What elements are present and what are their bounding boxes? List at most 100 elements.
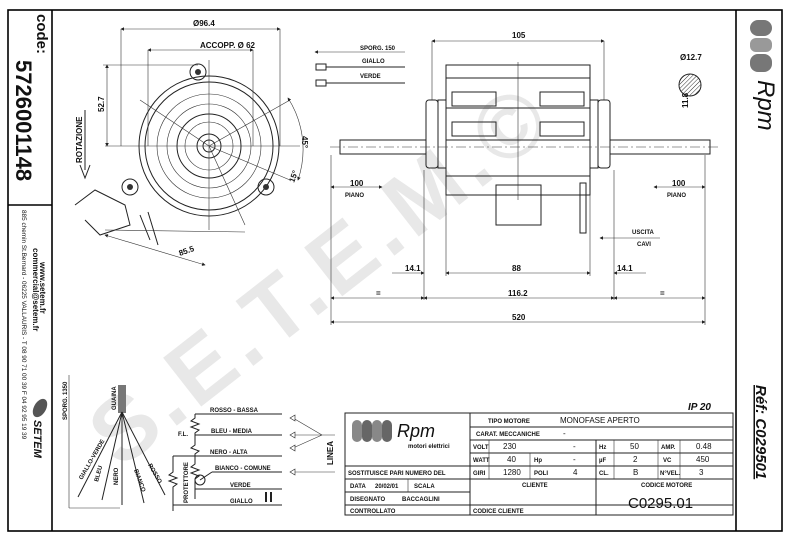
email: commercial@setem.fr xyxy=(31,248,40,331)
title-block-poli-label: POLI xyxy=(534,471,548,477)
title-block-data-label: DATA xyxy=(350,484,366,490)
right-strip: Rpm Réf: C029501 xyxy=(750,20,779,479)
title-block-sostituisce: SOSTITUISCE PARI NUMERO DEL xyxy=(348,471,446,477)
title-block-codice-motore-label: CODICE MOTORE xyxy=(641,483,692,489)
cable-bundle xyxy=(139,211,159,246)
lead-nero: NERO xyxy=(114,467,120,485)
code-label: code: xyxy=(33,14,50,54)
lead-giallo-verde: GIALLO-VERDE xyxy=(79,439,107,481)
left-panel: code: 5726001148 www.setem.fr commercial… xyxy=(11,14,50,459)
dim-88: 88 xyxy=(512,264,521,273)
ip-rating: IP 20 xyxy=(688,402,711,413)
cable-green: VERDE xyxy=(360,74,381,80)
line-bianco-comune: BIANCO - COMUNE xyxy=(215,466,271,472)
title-block-uf-label: µF xyxy=(599,458,606,464)
left-flat-len: 100 xyxy=(350,179,364,188)
line-giallo: GIALLO xyxy=(230,499,253,505)
cable-clamp xyxy=(74,189,131,236)
title-block-disegnato-label: DISEGNATO xyxy=(350,497,385,503)
dim-14-left: 14.1 xyxy=(405,264,421,273)
title-block-giri-value: 1280 xyxy=(503,468,521,477)
dim-equal-left: = xyxy=(376,289,381,298)
title-block-poli-value: 4 xyxy=(573,468,578,477)
fl-label: F.L. xyxy=(178,432,188,438)
rpm-title-logo: Rpm motori elettrici xyxy=(352,420,450,450)
right-flat-label: PIANO xyxy=(667,193,686,199)
title-block-hz-value: 50 xyxy=(630,442,639,451)
title-block-volt-label: VOLT xyxy=(473,445,489,451)
cable-yellow: GIALLO xyxy=(362,59,385,65)
title-block-watt-label: WATT xyxy=(473,458,490,464)
shaft-flat: 11.8 xyxy=(681,92,690,108)
side-view: SPORG. 150 GIALLO VERDE 105 Ø12.7 11.8 1… xyxy=(314,31,720,325)
title-block-tipo-motore-label: TIPO MOTORE xyxy=(488,419,530,425)
title-block-volt-extra: - xyxy=(573,442,576,451)
title-block-watt-value: 40 xyxy=(507,455,516,464)
cable-exit-1: USCITA xyxy=(632,230,655,236)
title-block-tipo-motore-value: MONOFASE APERTO xyxy=(560,416,640,425)
title-block: IP 20 Rpm motori elettrici TIPO MOTORE M… xyxy=(344,402,734,516)
line-bleu-media: BLEU - MEDIA xyxy=(211,429,253,435)
line-label: LINEA xyxy=(326,441,335,465)
title-block-vc-value: 450 xyxy=(696,455,710,464)
cable-exit-2: CAVI xyxy=(637,242,651,248)
title-block-volt-value: 230 xyxy=(503,442,517,451)
front-view: Ø96.4 ACCOPP. Ø 62 52.7 ROTAZIONE 45° 15… xyxy=(74,19,309,266)
title-block-data-value: 20/02/01 xyxy=(375,484,399,490)
title-block-disegnato-value: BACCAGLINI xyxy=(402,497,440,503)
title-block-codice-cliente-label: CODICE CLIENTE xyxy=(473,509,524,515)
lead-bleu: BLEU xyxy=(94,465,104,482)
title-block-nvel-value: 3 xyxy=(699,468,704,477)
line-rosso-bassa: ROSSO - BASSA xyxy=(210,408,259,414)
shaft-diameter: Ø12.7 xyxy=(680,53,702,62)
title-block-hz-label: Hz xyxy=(599,445,606,451)
title-block-logo-text: Rpm xyxy=(397,421,435,441)
title-block-logo-sub: motori elettrici xyxy=(408,444,450,450)
dim-equal-right: = xyxy=(660,289,665,298)
title-block-controllato-label: CONTROLLATO xyxy=(350,509,396,515)
rpm-coil-logo xyxy=(750,20,772,72)
dim-105: 105 xyxy=(512,31,526,40)
protector-label: PROTETTORE xyxy=(184,462,190,503)
title-block-cl-label: CL. xyxy=(599,471,609,477)
title-block-cliente-label: CLIENTE xyxy=(522,483,548,489)
dim-diameter: Ø96.4 xyxy=(193,19,215,28)
right-flat-len: 100 xyxy=(672,179,686,188)
dim-coupling: ACCOPP. Ø 62 xyxy=(200,41,256,50)
reference: Réf: C029501 xyxy=(752,385,769,479)
title-block-scala-label: SCALA xyxy=(414,484,435,490)
dim-14-right: 14.1 xyxy=(617,264,633,273)
setem-logo: SETEM xyxy=(31,398,48,459)
motor-code: C0295.01 xyxy=(628,495,693,512)
dim-116: 116.2 xyxy=(508,289,528,298)
code-value: 5726001148 xyxy=(11,60,36,181)
title-block-carat-value: - xyxy=(563,429,566,438)
rotation-arrow-icon xyxy=(79,110,91,180)
angle-45: 45° xyxy=(300,136,309,148)
line-verde: VERDE xyxy=(230,483,251,489)
lead-rosso: ROSSO xyxy=(146,463,162,485)
rotation-label: ROTAZIONE xyxy=(75,116,84,163)
title-block-nvel-label: N°VEL. xyxy=(660,471,680,477)
title-block-uf-value: 2 xyxy=(633,455,638,464)
dim-85: 85.5 xyxy=(178,244,196,258)
website: www.setem.fr xyxy=(38,261,47,314)
dim-520: 520 xyxy=(512,313,526,322)
sheath-label: GUAINA xyxy=(112,386,118,410)
title-block-vc-label: VC xyxy=(663,458,672,464)
lead-length: SPORG. 1350 xyxy=(63,381,69,420)
sheath xyxy=(118,385,126,413)
title-block-amp-label: AMP. xyxy=(661,445,676,451)
shaft-section xyxy=(678,73,702,97)
address: 885 chemin St.Bernard - 06225 VALLAURIS … xyxy=(20,210,27,440)
title-block-carat-label: CARAT. MECCANICHE xyxy=(476,432,540,438)
angle-15: 15° xyxy=(287,169,300,183)
title-block-cl-value: B xyxy=(633,468,638,477)
cable-length: SPORG. 150 xyxy=(360,46,396,52)
title-block-hp-label: Hp xyxy=(534,458,542,464)
title-block-giri-label: GIRI xyxy=(473,471,486,477)
rpm-logo-text: Rpm xyxy=(752,80,779,131)
left-panel-brand-logo-text: SETEM xyxy=(31,420,43,459)
dim-height: 52.7 xyxy=(97,96,106,112)
